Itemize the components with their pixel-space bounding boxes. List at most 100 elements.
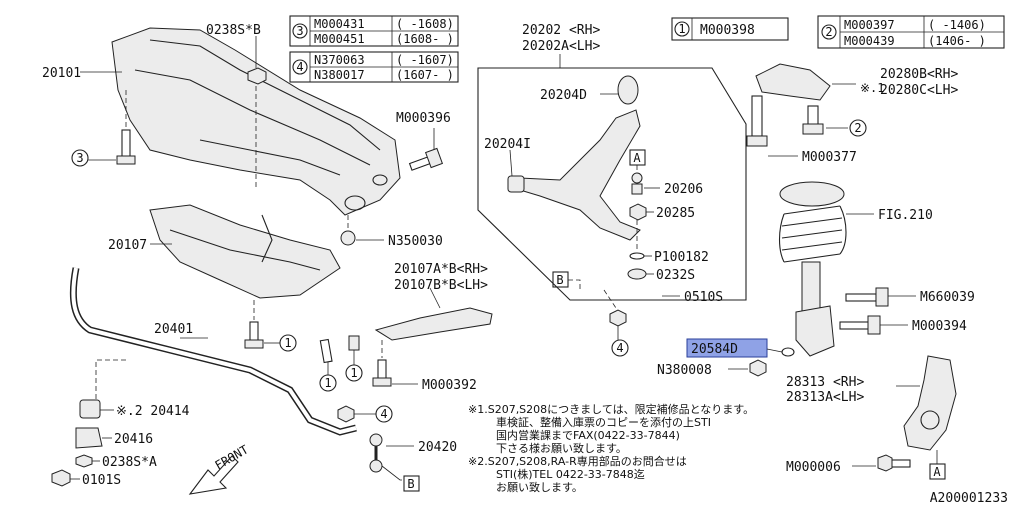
bush-20414-drawing: [79, 399, 101, 419]
label-knuckle-rh: 28313 <RH>: [786, 375, 864, 390]
callout-1-pair-b-text: 1: [350, 366, 357, 380]
table-3-range-2: (1608- ): [396, 32, 454, 46]
table-3-part-1: M000431: [314, 17, 365, 31]
washer-0232s-drawing: [627, 268, 647, 280]
bolt-m000394-drawing: [839, 315, 881, 335]
label-clamp-20416: 20416: [114, 432, 153, 447]
label-link-20420: 20420: [418, 440, 457, 455]
table-4-part-2: N380017: [314, 68, 365, 82]
table-3-part-2: M000451: [314, 32, 365, 46]
strut-assembly-drawing: [778, 181, 847, 357]
label-strut-ref: FIG.210: [878, 208, 933, 223]
highlighted-part-badge[interactable]: [686, 338, 768, 358]
callout-3-left-text: 3: [76, 151, 83, 165]
strut-mount-drawing: [746, 63, 831, 147]
bolt-3-drawing: [116, 129, 136, 165]
bracket-20107-drawing: [149, 204, 341, 299]
callout-3-key: 3: [296, 24, 303, 38]
table-2-part-2: M000439: [844, 34, 895, 48]
callout-2-mount-text: 2: [854, 121, 861, 135]
callout-1-bracket-text: 1: [284, 336, 291, 350]
table-2: 2 M000397 ( -1406) M000439 (1406- ): [817, 15, 1005, 49]
label-knuckle-lh: 28313A<LH>: [786, 390, 864, 405]
clamp-20416-drawing: [75, 427, 103, 449]
note-line-5: ※2.S207,S208,RA-R専用部品のお問合せは: [468, 454, 687, 468]
bolt-m660039-drawing: [845, 287, 889, 307]
nut-4-drawing: [337, 405, 355, 423]
callout-circle-2: [821, 24, 837, 40]
label-stabilizer: 20401: [154, 322, 193, 337]
label-bolt-m000006: M000006: [786, 460, 841, 475]
label-bolt-m660039: M660039: [920, 290, 975, 305]
table-4-range-1: ( -1607): [396, 53, 454, 67]
table-4-range-2: (1607- ): [396, 68, 454, 82]
callout-1-bracket: [279, 334, 297, 352]
ref-b-upper-text: B: [556, 273, 563, 287]
note-line-1: ※1.S207,S208につきましては、限定補修品となります。: [468, 402, 754, 416]
label-bush-20204d: 20204D: [540, 88, 587, 103]
front-marker: FRONT: [213, 442, 251, 472]
bolt-1-drawing: [244, 321, 264, 349]
label-nut-0238sa: 0238S*A: [102, 455, 157, 470]
note-line-3: 国内営業課までFAX(0422-33-7844): [496, 428, 680, 442]
pin-p100182-drawing: [629, 252, 645, 260]
note-line-2: 車検証、整備入庫票のコピーを添付の上STI: [496, 415, 711, 429]
label-arm-lh: 20202A<LH>: [522, 39, 600, 54]
callout-2-mount: [849, 119, 867, 137]
label-crossmember: 20101: [42, 66, 81, 81]
stabilizer-link-drawing: [369, 433, 383, 473]
table-1: 1 M000398: [671, 17, 789, 41]
label-joint-20206: 20206: [664, 182, 703, 197]
bolt-m000006-drawing: [877, 454, 911, 472]
label-pin-p100182: P100182: [654, 250, 709, 265]
label-support-rh: 20107A*B<RH>: [394, 262, 488, 277]
label-nut-20285: 20285: [656, 206, 695, 221]
bolt-pair-drawing: [319, 335, 360, 364]
callout-1-key: 1: [678, 22, 685, 36]
label-bush-20414: ※.2 20414: [116, 404, 190, 419]
support-arm-drawing: [374, 307, 493, 341]
ref-b-lower-text: B: [407, 477, 414, 491]
callout-4-stabilizer: [375, 405, 393, 423]
callout-circle-4: [292, 59, 308, 75]
knuckle-drawing: [903, 355, 957, 451]
ball-joint-drawing: [631, 172, 643, 195]
label-mount-lh: 20280C<LH>: [880, 83, 958, 98]
notes-block: ※1.S207,S208につきましては、限定補修品となります。 車検証、整備入庫…: [468, 402, 754, 494]
label-arm-rh: 20202 <RH>: [522, 23, 600, 38]
bolt-m000396-drawing: [408, 147, 444, 171]
label-nut-n350030: N350030: [388, 234, 443, 249]
ref-b-lower: [403, 475, 420, 492]
callout-4-key: 4: [296, 60, 303, 74]
washer-20584d-drawing: [781, 347, 795, 357]
label-bolt-m000396: M000396: [396, 111, 451, 126]
table-4: 4 N370063 ( -1607) N380017 (1607- ): [289, 51, 459, 83]
callout-1-pair-a-text: 1: [324, 376, 331, 390]
callout-4-arm-text: 4: [616, 341, 623, 355]
nut-0238sa-drawing: [75, 454, 93, 468]
callout-4-stabilizer-text: 4: [380, 407, 387, 421]
callout-circle-3: [292, 23, 308, 39]
label-bolt-0101s: 0101S: [82, 473, 121, 488]
label-pin-0510s: 0510S: [684, 290, 723, 305]
table-1-frame: [671, 17, 789, 41]
table-2-range-2: (1406- ): [928, 34, 986, 48]
table-3-range-1: ( -1608): [396, 17, 454, 31]
mount-note-mark: ※.1: [860, 81, 885, 95]
table-2-part-1: M000397: [844, 18, 895, 32]
document-code: A200001233: [930, 491, 1008, 506]
nut-n380008-drawing: [749, 359, 767, 377]
ref-a-knuckle: [929, 463, 946, 480]
label-washer-0232s: 0232S: [656, 268, 695, 283]
ref-a-arm: [629, 149, 646, 166]
arm-group-frame: [477, 67, 747, 301]
table-4-part-1: N370063: [314, 53, 365, 67]
nut-0238sb-drawing: [247, 67, 267, 85]
nut-4-arm-drawing: [609, 309, 627, 327]
label-bolt-0238sb: 0238S*B: [206, 23, 261, 38]
nut-n350030-drawing: [340, 230, 356, 246]
label-bolt-m000394: M000394: [912, 319, 967, 334]
lower-arm-drawing: [507, 75, 641, 241]
